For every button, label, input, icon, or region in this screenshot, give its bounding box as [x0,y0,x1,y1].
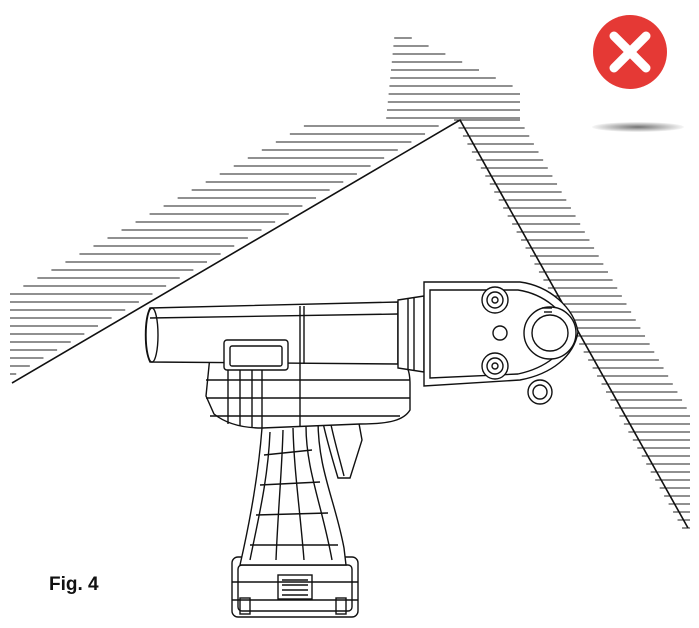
trigger [321,417,363,479]
pressing-cylinder [144,295,425,373]
error-x-icon [593,15,667,89]
figure-caption: Fig. 4 [49,574,99,595]
battery-pack [231,556,359,618]
wall-hatching-right [454,119,690,529]
badge-shadow [592,122,684,132]
corner-outline [11,118,689,529]
press-tool-icon [144,281,579,618]
motor-housing [205,355,411,429]
handle-grip [239,419,347,566]
wall-hatching-left [10,37,520,375]
pressing-jaw [423,281,579,405]
